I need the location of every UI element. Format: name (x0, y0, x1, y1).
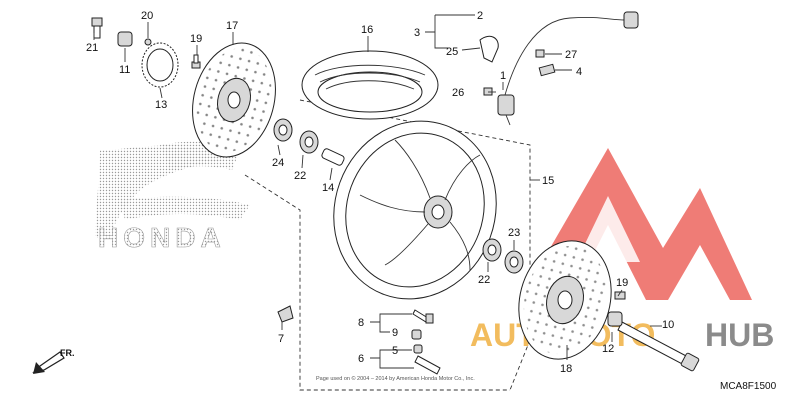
right-brake-disk (518, 240, 612, 360)
callout-13: 13 (155, 99, 167, 111)
diagram-code: MCA8F1500 (720, 381, 777, 392)
wheel (333, 120, 497, 300)
callout-labels: 21 20 11 19 17 13 16 24 22 14 15 23 22 2… (86, 10, 674, 375)
callout-9: 9 (392, 327, 398, 339)
callout-18: 18 (560, 363, 572, 375)
wheel-bearings (273, 118, 524, 274)
callout-24: 24 (272, 157, 284, 169)
callout-2: 2 (477, 10, 483, 22)
callout-19a: 19 (190, 33, 202, 45)
callout-16: 16 (361, 24, 373, 36)
callout-12: 12 (602, 343, 614, 355)
pulser-ring (141, 42, 179, 88)
front-arrow-icon (32, 351, 65, 374)
callout-3: 3 (414, 27, 420, 39)
callout-25: 25 (446, 46, 458, 58)
left-brake-disk (192, 42, 276, 158)
callout-15: 15 (542, 175, 554, 187)
axle (607, 291, 700, 372)
valve-parts (277, 305, 441, 375)
watermark-hub: HUB (705, 317, 774, 353)
small-hardware-left (91, 17, 201, 69)
tire (301, 50, 439, 120)
callout-14: 14 (322, 182, 334, 194)
callout-1: 1 (500, 70, 506, 82)
callout-22b: 22 (478, 274, 490, 286)
callout-26: 26 (452, 87, 464, 99)
callout-10: 10 (662, 319, 674, 331)
wheel-speed-sensor (479, 11, 639, 126)
callout-17: 17 (226, 20, 238, 32)
callout-4: 4 (576, 66, 582, 78)
callout-23: 23 (508, 227, 520, 239)
callout-11: 11 (119, 64, 130, 76)
front-arrow-label: FR. (60, 348, 75, 358)
leader-lines (93, 14, 662, 369)
callout-7: 7 (278, 333, 284, 345)
callout-6: 6 (358, 353, 364, 365)
callout-27: 27 (565, 49, 577, 61)
callout-5: 5 (392, 345, 398, 357)
honda-logo-text: HONDA (98, 222, 226, 253)
callout-20: 20 (141, 10, 153, 22)
callout-19b: 19 (616, 277, 628, 289)
callout-8: 8 (358, 317, 364, 329)
copyright-text: Page used on © 2004 – 2014 by American H… (316, 375, 475, 382)
callout-21: 21 (86, 42, 98, 54)
callout-22a: 22 (294, 170, 306, 182)
